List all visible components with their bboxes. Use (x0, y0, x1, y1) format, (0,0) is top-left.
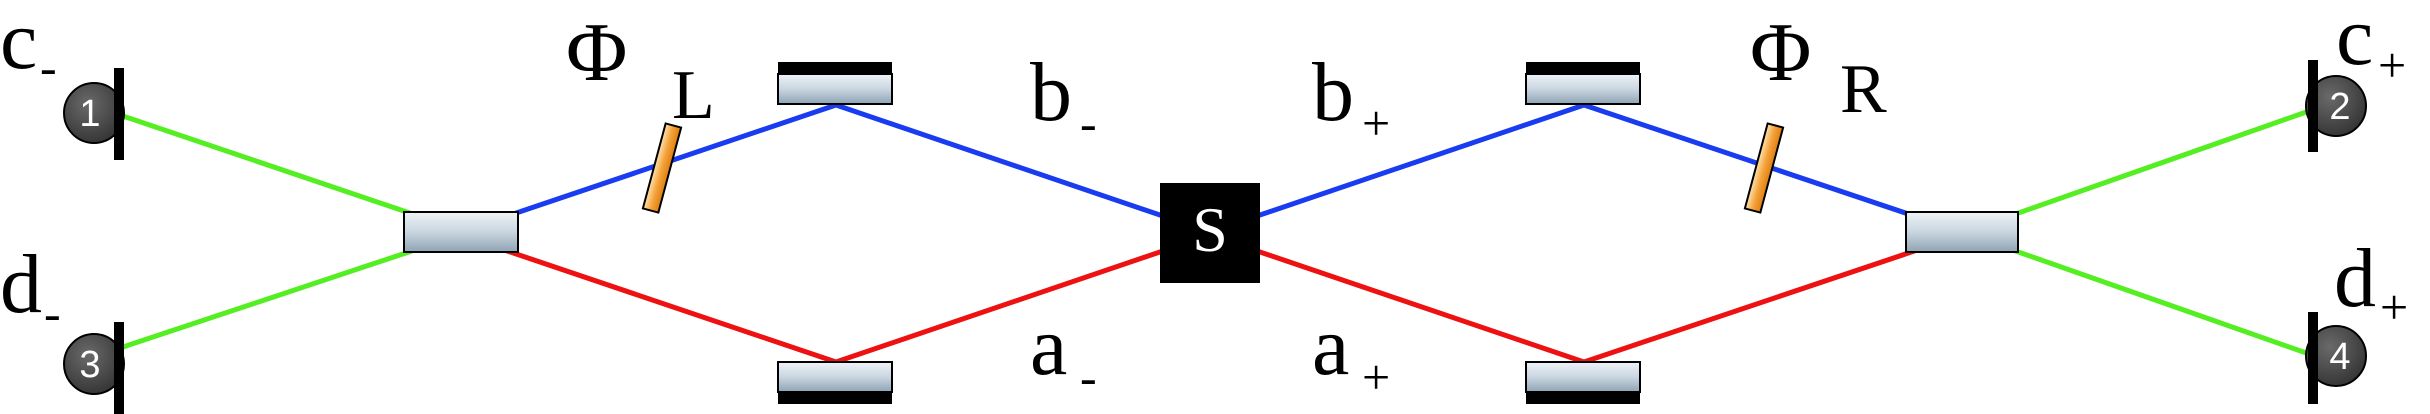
label-d-plus-sub: + (2380, 279, 2408, 335)
label-phi-left-sub: L (672, 57, 715, 134)
detector-1-number: 1 (79, 93, 100, 135)
path-b-minus-1 (459, 102, 837, 235)
label-d-plus: d (2334, 232, 2376, 325)
detector-3: 3 (63, 322, 125, 414)
mirror-bottom-left (777, 361, 893, 404)
label-phi-right-sub: R (1840, 51, 1887, 128)
detector-2-number: 2 (2329, 86, 2350, 128)
path-b-plus-1 (1209, 102, 1585, 235)
label-phi-right: Φ (1750, 6, 1811, 99)
label-a-minus: a (1030, 300, 1067, 393)
label-d-minus: d (0, 238, 42, 331)
path-d-minus (119, 232, 461, 351)
phase-plate-left (641, 122, 683, 214)
label-c-minus-sub: - (40, 39, 57, 95)
label-c-plus-sub: + (2378, 37, 2406, 93)
detector-3-number: 3 (79, 344, 100, 386)
path-a-plus-1 (1209, 232, 1585, 365)
blue-paths (459, 102, 1963, 235)
path-b-minus-2 (835, 102, 1211, 235)
source-label: S (1192, 194, 1228, 265)
mirror-top-left (777, 62, 893, 105)
label-d-minus-sub: - (44, 285, 61, 341)
detector-1: 1 (63, 68, 125, 160)
label-a-plus-sub: + (1362, 349, 1390, 405)
green-paths (119, 107, 2313, 358)
detector-4: 4 (2305, 312, 2367, 404)
label-b-plus-sub: + (1362, 95, 1390, 151)
path-a-minus-2 (835, 232, 1211, 365)
path-c-plus (1969, 107, 2313, 233)
label-phi-left: Φ (566, 6, 627, 99)
detector-2: 2 (2305, 60, 2367, 152)
mirror-top-right (1525, 62, 1641, 105)
label-a-plus: a (1312, 300, 1349, 393)
source-box: S (1160, 183, 1260, 283)
mirror-bottom-right (1525, 361, 1641, 404)
label-c-plus: c (2336, 0, 2373, 83)
label-b-minus-sub: - (1080, 95, 1097, 151)
label-b-minus: b (1030, 46, 1072, 139)
beam-splitter-right (1905, 211, 2019, 253)
red-paths (459, 232, 1963, 365)
label-a-minus-sub: - (1080, 349, 1097, 405)
label-c-minus: c (0, 0, 37, 87)
path-c-minus (119, 112, 461, 233)
path-a-minus-1 (459, 232, 837, 365)
path-a-plus-2 (1583, 232, 1963, 365)
path-d-plus (1969, 232, 2313, 358)
phase-plate-right (1743, 122, 1785, 214)
label-b-plus: b (1312, 46, 1354, 139)
detector-4-number: 4 (2329, 336, 2350, 378)
beam-splitter-left (403, 211, 519, 253)
